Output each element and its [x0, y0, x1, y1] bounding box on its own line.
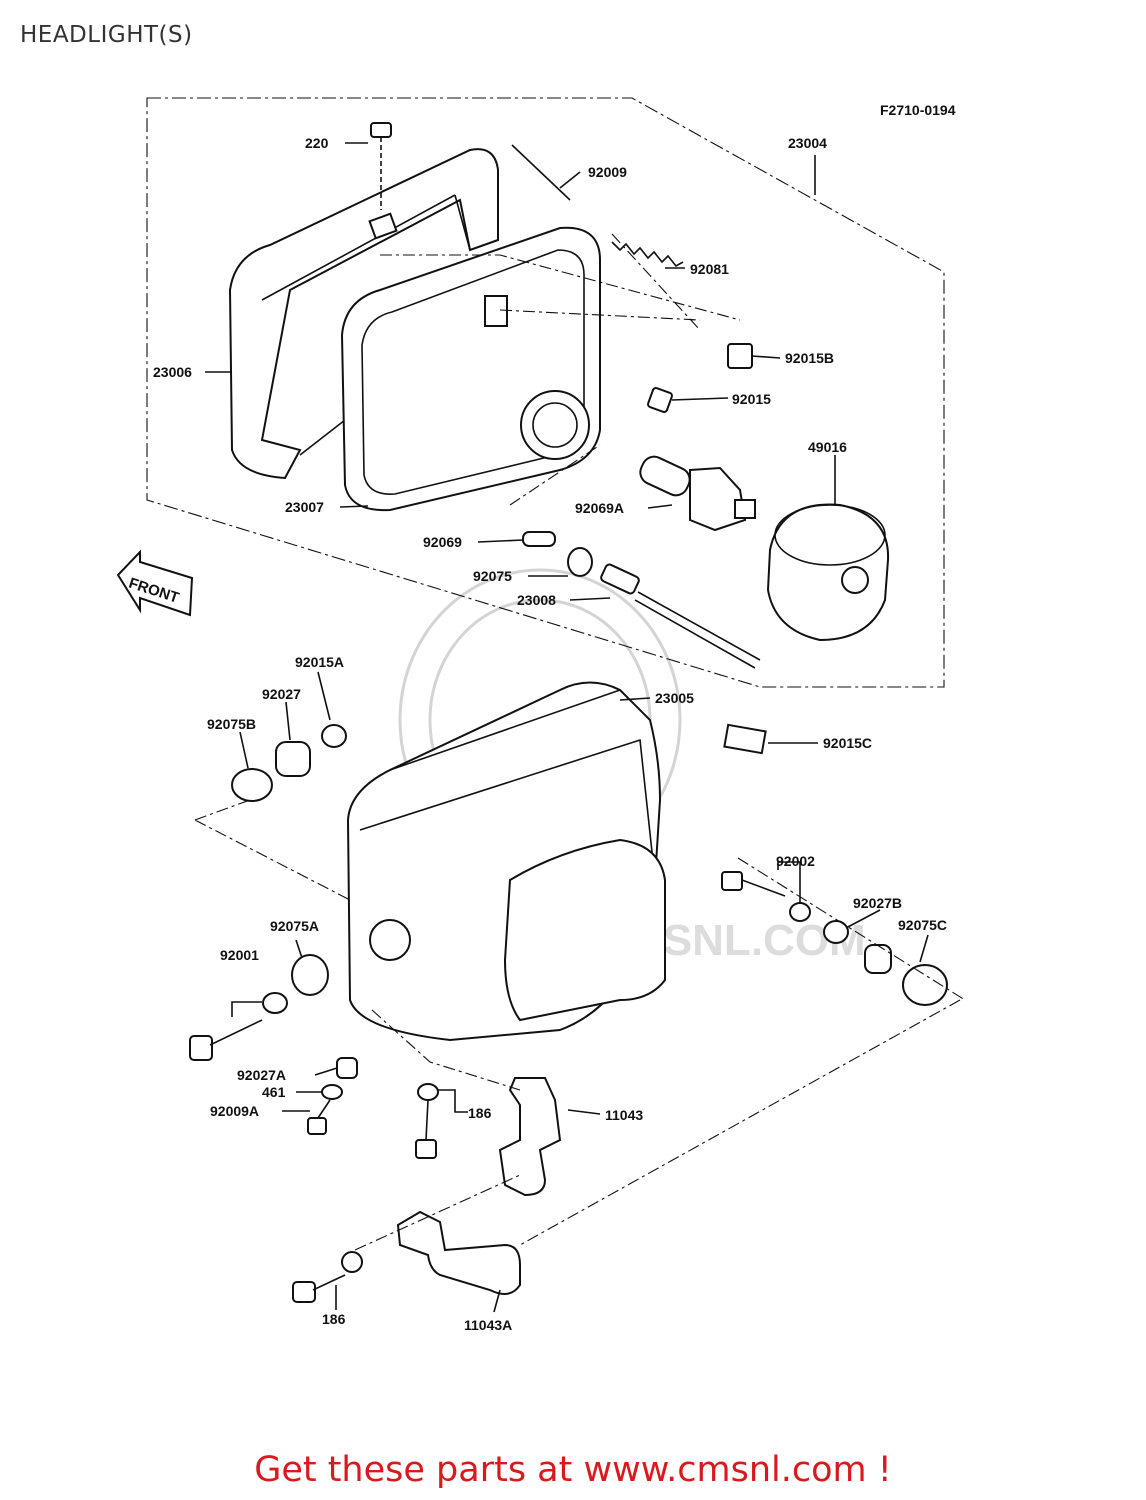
- callout-92075B: 92075B: [207, 716, 256, 732]
- washer-461: [321, 1084, 343, 1100]
- promo-link[interactable]: Get these parts at www.cmsnl.com !: [254, 1450, 892, 1490]
- callout-92015C: 92015C: [823, 735, 872, 751]
- callout-92075C: 92075C: [898, 917, 947, 933]
- grommet-92075C: [902, 964, 948, 1006]
- bolt-186b: [292, 1274, 346, 1303]
- front-arrow: FRONT: [116, 549, 194, 617]
- bolt-92001: [189, 1019, 263, 1061]
- callout-92075: 92075: [473, 568, 512, 584]
- callout-92081: 92081: [690, 261, 729, 277]
- bolt-92002: [721, 871, 786, 897]
- callout-92001: 92001: [220, 947, 259, 963]
- callout-23007: 23007: [285, 499, 324, 515]
- callout-92009A: 92009A: [210, 1103, 259, 1119]
- washer-92001: [262, 992, 288, 1014]
- callout-92027A: 92027A: [237, 1067, 286, 1083]
- callout-186-lower: 186: [322, 1311, 346, 1327]
- socket-23008: [600, 563, 761, 669]
- callout-92015B: 92015B: [785, 350, 834, 366]
- callout-92015A: 92015A: [295, 654, 344, 670]
- callout-23005: 23005: [655, 690, 694, 706]
- assembly-boundary: [146, 97, 945, 688]
- callout-92069A: 92069A: [575, 500, 624, 516]
- callout-11043: 11043: [605, 1107, 643, 1123]
- clip-92015C: [723, 723, 767, 755]
- leader-lines: [194, 142, 966, 1313]
- callout-92027B: 92027B: [853, 895, 902, 911]
- collar-92027: [275, 741, 311, 777]
- bulb-92069: [522, 531, 556, 547]
- callout-49016: 49016: [808, 439, 847, 455]
- bracket-11043: [498, 1077, 562, 1197]
- callout-23006: 23006: [153, 364, 192, 380]
- bulb-92069A: [639, 455, 756, 532]
- grommet-92075B: [231, 768, 273, 802]
- callout-92015: 92015: [732, 391, 771, 407]
- washer-186b: [341, 1251, 363, 1273]
- bolt-186a: [415, 1099, 437, 1159]
- dust-cover-49016: [766, 503, 890, 642]
- collar-92027B: [864, 944, 892, 974]
- callout-92009: 92009: [588, 164, 627, 180]
- callout-23008: 23008: [517, 592, 556, 608]
- page-title: HEADLIGHT(S): [20, 22, 193, 48]
- parts-diagram: WWW.CMSNL.COM: [116, 97, 966, 1333]
- callout-23004: 23004: [788, 135, 827, 151]
- figure-code: F2710-0194: [880, 102, 956, 118]
- callout-461: 461: [262, 1084, 286, 1100]
- screw-92009: [511, 144, 571, 201]
- lens-unit: [340, 226, 601, 512]
- bolt-92009A: [307, 1099, 331, 1135]
- callout-11043A: 11043A: [464, 1317, 512, 1333]
- grommet-92075: [567, 547, 593, 577]
- collar-92027A: [336, 1057, 358, 1079]
- headlight-rim: [228, 148, 499, 480]
- nut-92015A: [321, 724, 347, 748]
- headlight-case: [346, 681, 666, 1042]
- spring-92081: [611, 241, 684, 268]
- callout-92002: 92002: [776, 853, 815, 869]
- callout-92075A: 92075A: [270, 918, 319, 934]
- callout-92027: 92027: [262, 686, 301, 702]
- callout-labels: F2710-0194 220 92009 23004 92081 92015B …: [153, 102, 956, 1333]
- nut-92015B: [727, 343, 753, 369]
- bracket-11043A: [396, 1210, 521, 1295]
- grommet-92075A: [291, 954, 329, 996]
- washer-186a: [417, 1083, 439, 1101]
- screw-220: [370, 122, 392, 210]
- nut-92015: [647, 387, 673, 413]
- washer-92002: [789, 902, 811, 922]
- callout-220: 220: [305, 135, 329, 151]
- callout-186-upper: 186: [468, 1105, 492, 1121]
- callout-92069: 92069: [423, 534, 462, 550]
- washer-92027B: [823, 920, 849, 944]
